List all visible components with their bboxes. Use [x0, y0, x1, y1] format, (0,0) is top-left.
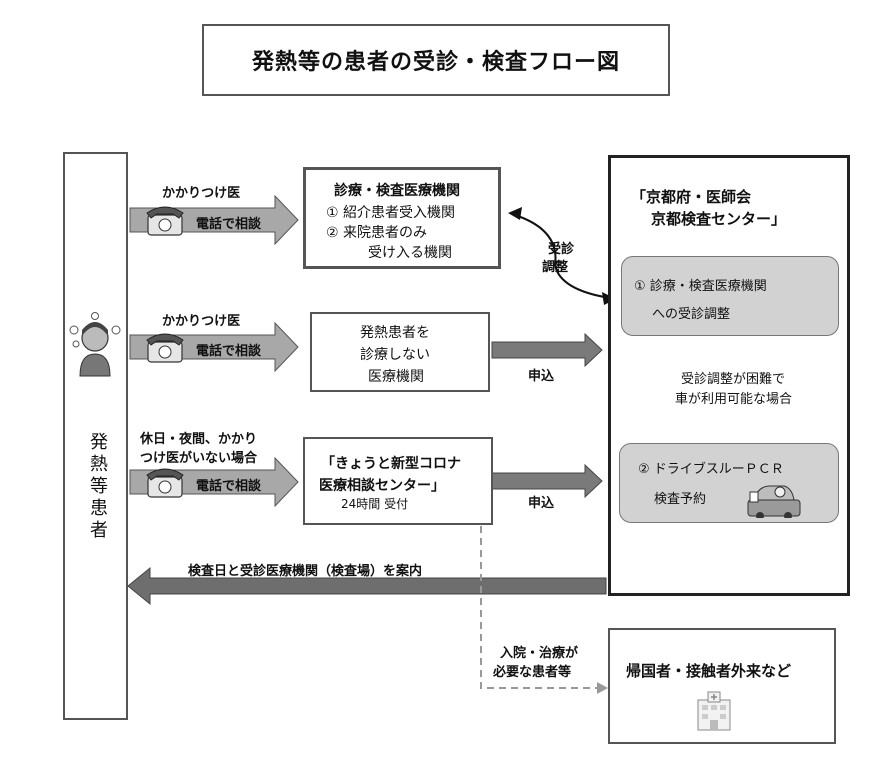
facility2-line2: 診療しない [360, 347, 430, 363]
facility-box-no-fever: 発熱患者を 診療しない 医療機関 [310, 312, 490, 392]
row2-method: 電話で相談 [196, 344, 262, 359]
facility2-line1: 発熱患者を [360, 325, 430, 341]
outpatient-box: 帰国者・接触者外来など [608, 628, 836, 744]
facility1-line3: ② 来院患者のみ [326, 225, 428, 241]
kyoto-test-center: 「京都府・医師会 京都検査センター」 ① 診療・検査医療機関 への受診調整 受診… [608, 155, 850, 596]
facility3-line1: 「きょうと新型コロナ [321, 456, 461, 472]
coordination-label-1: 受診 [548, 242, 575, 257]
center-step1: ① 診療・検査医療機関 への受診調整 [621, 256, 839, 336]
center-title-line2: 京都検査センター」 [651, 210, 787, 228]
coordination-label-2: 調整 [542, 260, 569, 275]
apply-label-2: 申込 [528, 496, 555, 511]
step2-sub: 検査予約 [654, 492, 707, 507]
step2-title: ② ドライブスルーＰＣＲ [638, 462, 784, 477]
page-title-text: 発熱等の患者の受診・検査フロー図 [251, 50, 620, 75]
step1-line2: への受診調整 [652, 307, 731, 322]
hospital-dashed-arrowhead [597, 682, 608, 694]
row1-method: 電話で相談 [196, 217, 262, 232]
apply-arrow-1 [491, 332, 603, 368]
page-title: 発熱等の患者の受診・検査フロー図 [202, 24, 670, 96]
return-arrow [127, 566, 607, 606]
transition-line1: 受診調整が困難で [681, 372, 786, 387]
patient-column [63, 152, 128, 720]
hospital-note-line2: 必要な患者等 [493, 665, 572, 680]
apply-arrow-2 [491, 463, 603, 499]
patient-label: 発熱等患者 [87, 432, 108, 542]
apply-label-1: 申込 [528, 369, 555, 384]
drive-thru-pcr-icon [746, 478, 802, 518]
row3-who-line1: 休日・夜間、かかり [140, 432, 258, 447]
row1-who: かかりつけ医 [162, 186, 241, 201]
row3-who-line2: つけ医がいない場合 [140, 451, 258, 466]
step1-line1: ① 診療・検査医療機関 [634, 279, 767, 294]
facility2-line3: 医療機関 [368, 369, 424, 385]
center-title-line1: 「京都府・医師会 [631, 188, 752, 206]
row2-who: かかりつけ医 [162, 314, 241, 329]
facility3-sub: 24時間 受付 [341, 497, 409, 511]
facility-box-consult-center: 「きょうと新型コロナ 医療相談センター」 24時間 受付 [303, 437, 493, 525]
outpatient-label: 帰国者・接触者外来など [626, 662, 792, 680]
coordination-arrowhead-top [508, 207, 522, 220]
row3-method: 電話で相談 [196, 479, 262, 494]
hospital-note-line1: 入院・治療が [500, 646, 579, 661]
hospital-dashed-path [480, 526, 597, 689]
transition-line2: 車が利用可能な場合 [675, 392, 793, 407]
sick-person-icon [66, 310, 124, 380]
facility-box-testing: 診療・検査医療機関 ① 紹介患者受入機関 ② 来院患者のみ 受け入る機関 [303, 167, 501, 269]
facility3-line2: 医療相談センター」 [319, 478, 445, 494]
facility1-line4: 受け入る機関 [368, 245, 452, 261]
facility1-line2: ① 紹介患者受入機関 [326, 205, 456, 221]
return-arrow-label: 検査日と受診医療機関（検査場）を案内 [188, 564, 423, 579]
hospital-icon [696, 690, 732, 732]
facility1-line1: 診療・検査医療機関 [334, 183, 460, 199]
coordination-curve [514, 214, 611, 299]
center-step2: ② ドライブスルーＰＣＲ 検査予約 [619, 443, 839, 523]
